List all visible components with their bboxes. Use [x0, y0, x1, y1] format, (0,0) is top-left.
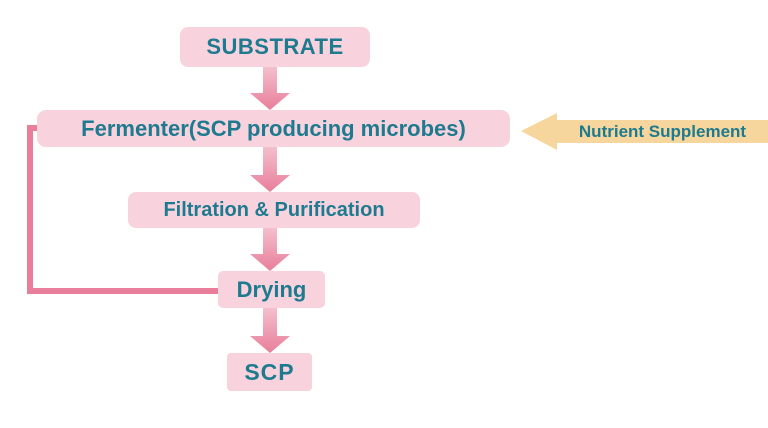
- node-scp: SCP: [227, 353, 312, 391]
- down-arrow-substrate-to-fermenter-icon: [250, 67, 290, 110]
- node-drying: Drying: [218, 271, 325, 308]
- node-substrate: SUBSTRATE: [180, 27, 370, 67]
- nutrient-supplement-label: Nutrient Supplement: [578, 121, 747, 141]
- down-arrow-fermenter-to-filtration-icon: [250, 147, 290, 192]
- node-filtration-purification: Filtration & Purification: [128, 192, 420, 228]
- node-fermenter: Fermenter(SCP producing microbes): [37, 110, 510, 147]
- down-arrow-filtration-to-drying-icon: [250, 228, 290, 271]
- recycle-line-drying-to-fermenter: [27, 125, 218, 294]
- left-arrow-nutrient-supplement-icon: [521, 113, 768, 150]
- down-arrow-drying-to-scp-icon: [250, 308, 290, 353]
